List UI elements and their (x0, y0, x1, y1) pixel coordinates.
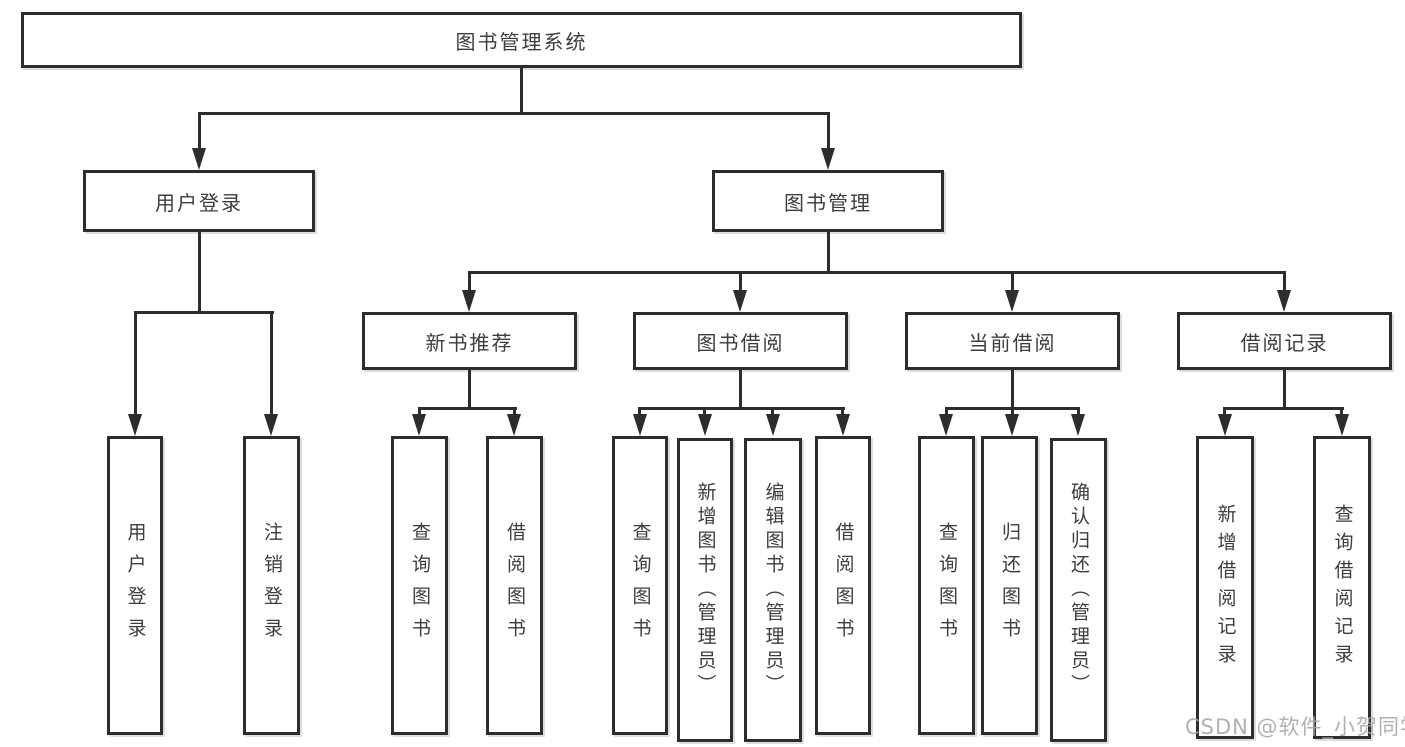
connector-borrow-record-stem (1283, 370, 1286, 407)
leaf-newbook-borrow: 借阅图书 (486, 436, 543, 735)
connector-user-login-rail (134, 311, 274, 314)
connector-drop (1223, 407, 1226, 416)
connector-drop (945, 407, 948, 416)
leaf-borrow-add-label: 新增图书（管理员） (694, 482, 717, 698)
connector-new-book-rail (418, 407, 517, 410)
node-new-book-label: 新书推荐 (425, 330, 514, 355)
connector-book-borrow-stem (739, 370, 742, 407)
connector-drop (1340, 407, 1343, 416)
connector-drop-login-leaf (134, 311, 137, 414)
leaf-borrow-add: 新增图书（管理员） (677, 438, 733, 742)
connector-drop-user-login (198, 112, 201, 150)
node-root-label: 图书管理系统 (455, 29, 588, 54)
leaf-borrow-query-label: 查询图书 (629, 521, 652, 650)
connector-drop (638, 407, 641, 416)
arrowhead (821, 148, 835, 170)
arrowhead (698, 414, 712, 436)
leaf-borrow-query: 查询图书 (612, 436, 668, 735)
node-user-login-label: 用户登录 (155, 190, 243, 215)
connector-root-rail (198, 112, 830, 115)
connector-drop-logout-leaf (270, 311, 273, 414)
leaf-borrow-edit: 编辑图书（管理员） (744, 438, 802, 742)
leaf-current-confirm: 确认归还（管理员） (1050, 438, 1107, 742)
watermark: CSDN @软件_小贺同学 (1185, 711, 1405, 741)
connector-book-mgmt-rail (468, 271, 1286, 274)
leaf-record-add: 新增借阅记录 (1196, 436, 1254, 739)
leaf-newbook-query-label: 查询图书 (409, 521, 431, 650)
node-borrow-record-label: 借阅记录 (1240, 330, 1329, 355)
connector-book-mgmt-stem (827, 232, 830, 271)
arrowhead (128, 414, 142, 436)
leaf-current-return: 归还图书 (981, 436, 1038, 735)
leaf-record-query-label: 查询借阅记录 (1331, 503, 1354, 672)
arrowhead (939, 414, 953, 436)
connector-book-borrow-rail (639, 407, 845, 410)
arrowhead (633, 414, 647, 436)
leaf-newbook-borrow-label: 借阅图书 (504, 521, 526, 650)
node-user-login: 用户登录 (83, 170, 315, 232)
connector-drop (418, 407, 421, 416)
arrowhead (766, 414, 780, 436)
leaf-record-query: 查询借阅记录 (1313, 436, 1371, 739)
connector-drop (513, 407, 516, 416)
connector-drop (771, 407, 774, 416)
node-book-borrow: 图书借阅 (633, 312, 848, 370)
leaf-user-login: 用户登录 (107, 436, 163, 735)
leaf-record-add-label: 新增借阅记录 (1214, 503, 1237, 672)
node-book-mgmt-label: 图书管理 (784, 190, 872, 215)
arrowhead (264, 414, 278, 436)
leaf-logout-label: 注销登录 (261, 521, 283, 650)
connector-root-stem (520, 68, 523, 112)
leaf-logout: 注销登录 (243, 436, 300, 735)
leaf-user-login-label: 用户登录 (124, 521, 147, 650)
arrowhead (1005, 414, 1019, 436)
connector-user-login-stem (198, 232, 201, 311)
node-new-book: 新书推荐 (362, 312, 577, 370)
arrowhead (836, 414, 850, 436)
connector-drop (841, 407, 844, 416)
connector-new-book-stem (468, 370, 471, 407)
watermark-text: CSDN @软件_小贺同学 (1185, 715, 1405, 739)
node-current-borrow: 当前借阅 (905, 312, 1120, 370)
connector-drop (703, 407, 706, 416)
node-root: 图书管理系统 (21, 12, 1022, 68)
connector-drop-book-borrow (739, 271, 742, 290)
arrowhead (733, 290, 747, 312)
connector-drop-new-book (468, 271, 471, 290)
arrowhead (462, 290, 476, 312)
node-book-mgmt: 图书管理 (712, 170, 944, 232)
arrowhead (1335, 414, 1349, 436)
node-book-borrow-label: 图书借阅 (696, 330, 785, 355)
connector-borrow-record-rail (1224, 407, 1344, 410)
leaf-current-return-label: 归还图书 (999, 521, 1021, 650)
arrowhead (1277, 290, 1291, 312)
connector-current-borrow-stem (1011, 370, 1014, 407)
arrowhead (507, 414, 521, 436)
leaf-current-query-label: 查询图书 (936, 521, 958, 650)
leaf-current-confirm-label: 确认归还（管理员） (1068, 482, 1090, 698)
leaf-borrow-borrow: 借阅图书 (815, 436, 871, 735)
arrowhead (1218, 414, 1232, 436)
connector-drop-borrow-record (1283, 271, 1286, 290)
leaf-borrow-edit-label: 编辑图书（管理员） (762, 482, 785, 698)
node-borrow-record: 借阅记录 (1177, 312, 1392, 370)
arrowhead (412, 414, 426, 436)
leaf-borrow-borrow-label: 借阅图书 (832, 521, 855, 650)
leaf-newbook-query: 查询图书 (391, 436, 448, 735)
connector-drop-current-borrow (1011, 271, 1014, 290)
arrowhead (1071, 414, 1085, 436)
connector-drop (1077, 407, 1080, 416)
connector-drop (1011, 407, 1014, 416)
arrowhead (192, 148, 206, 170)
connector-drop-book-mgmt (827, 112, 830, 150)
arrowhead (1005, 290, 1019, 312)
node-current-borrow-label: 当前借阅 (968, 330, 1057, 355)
leaf-current-query: 查询图书 (918, 436, 975, 735)
